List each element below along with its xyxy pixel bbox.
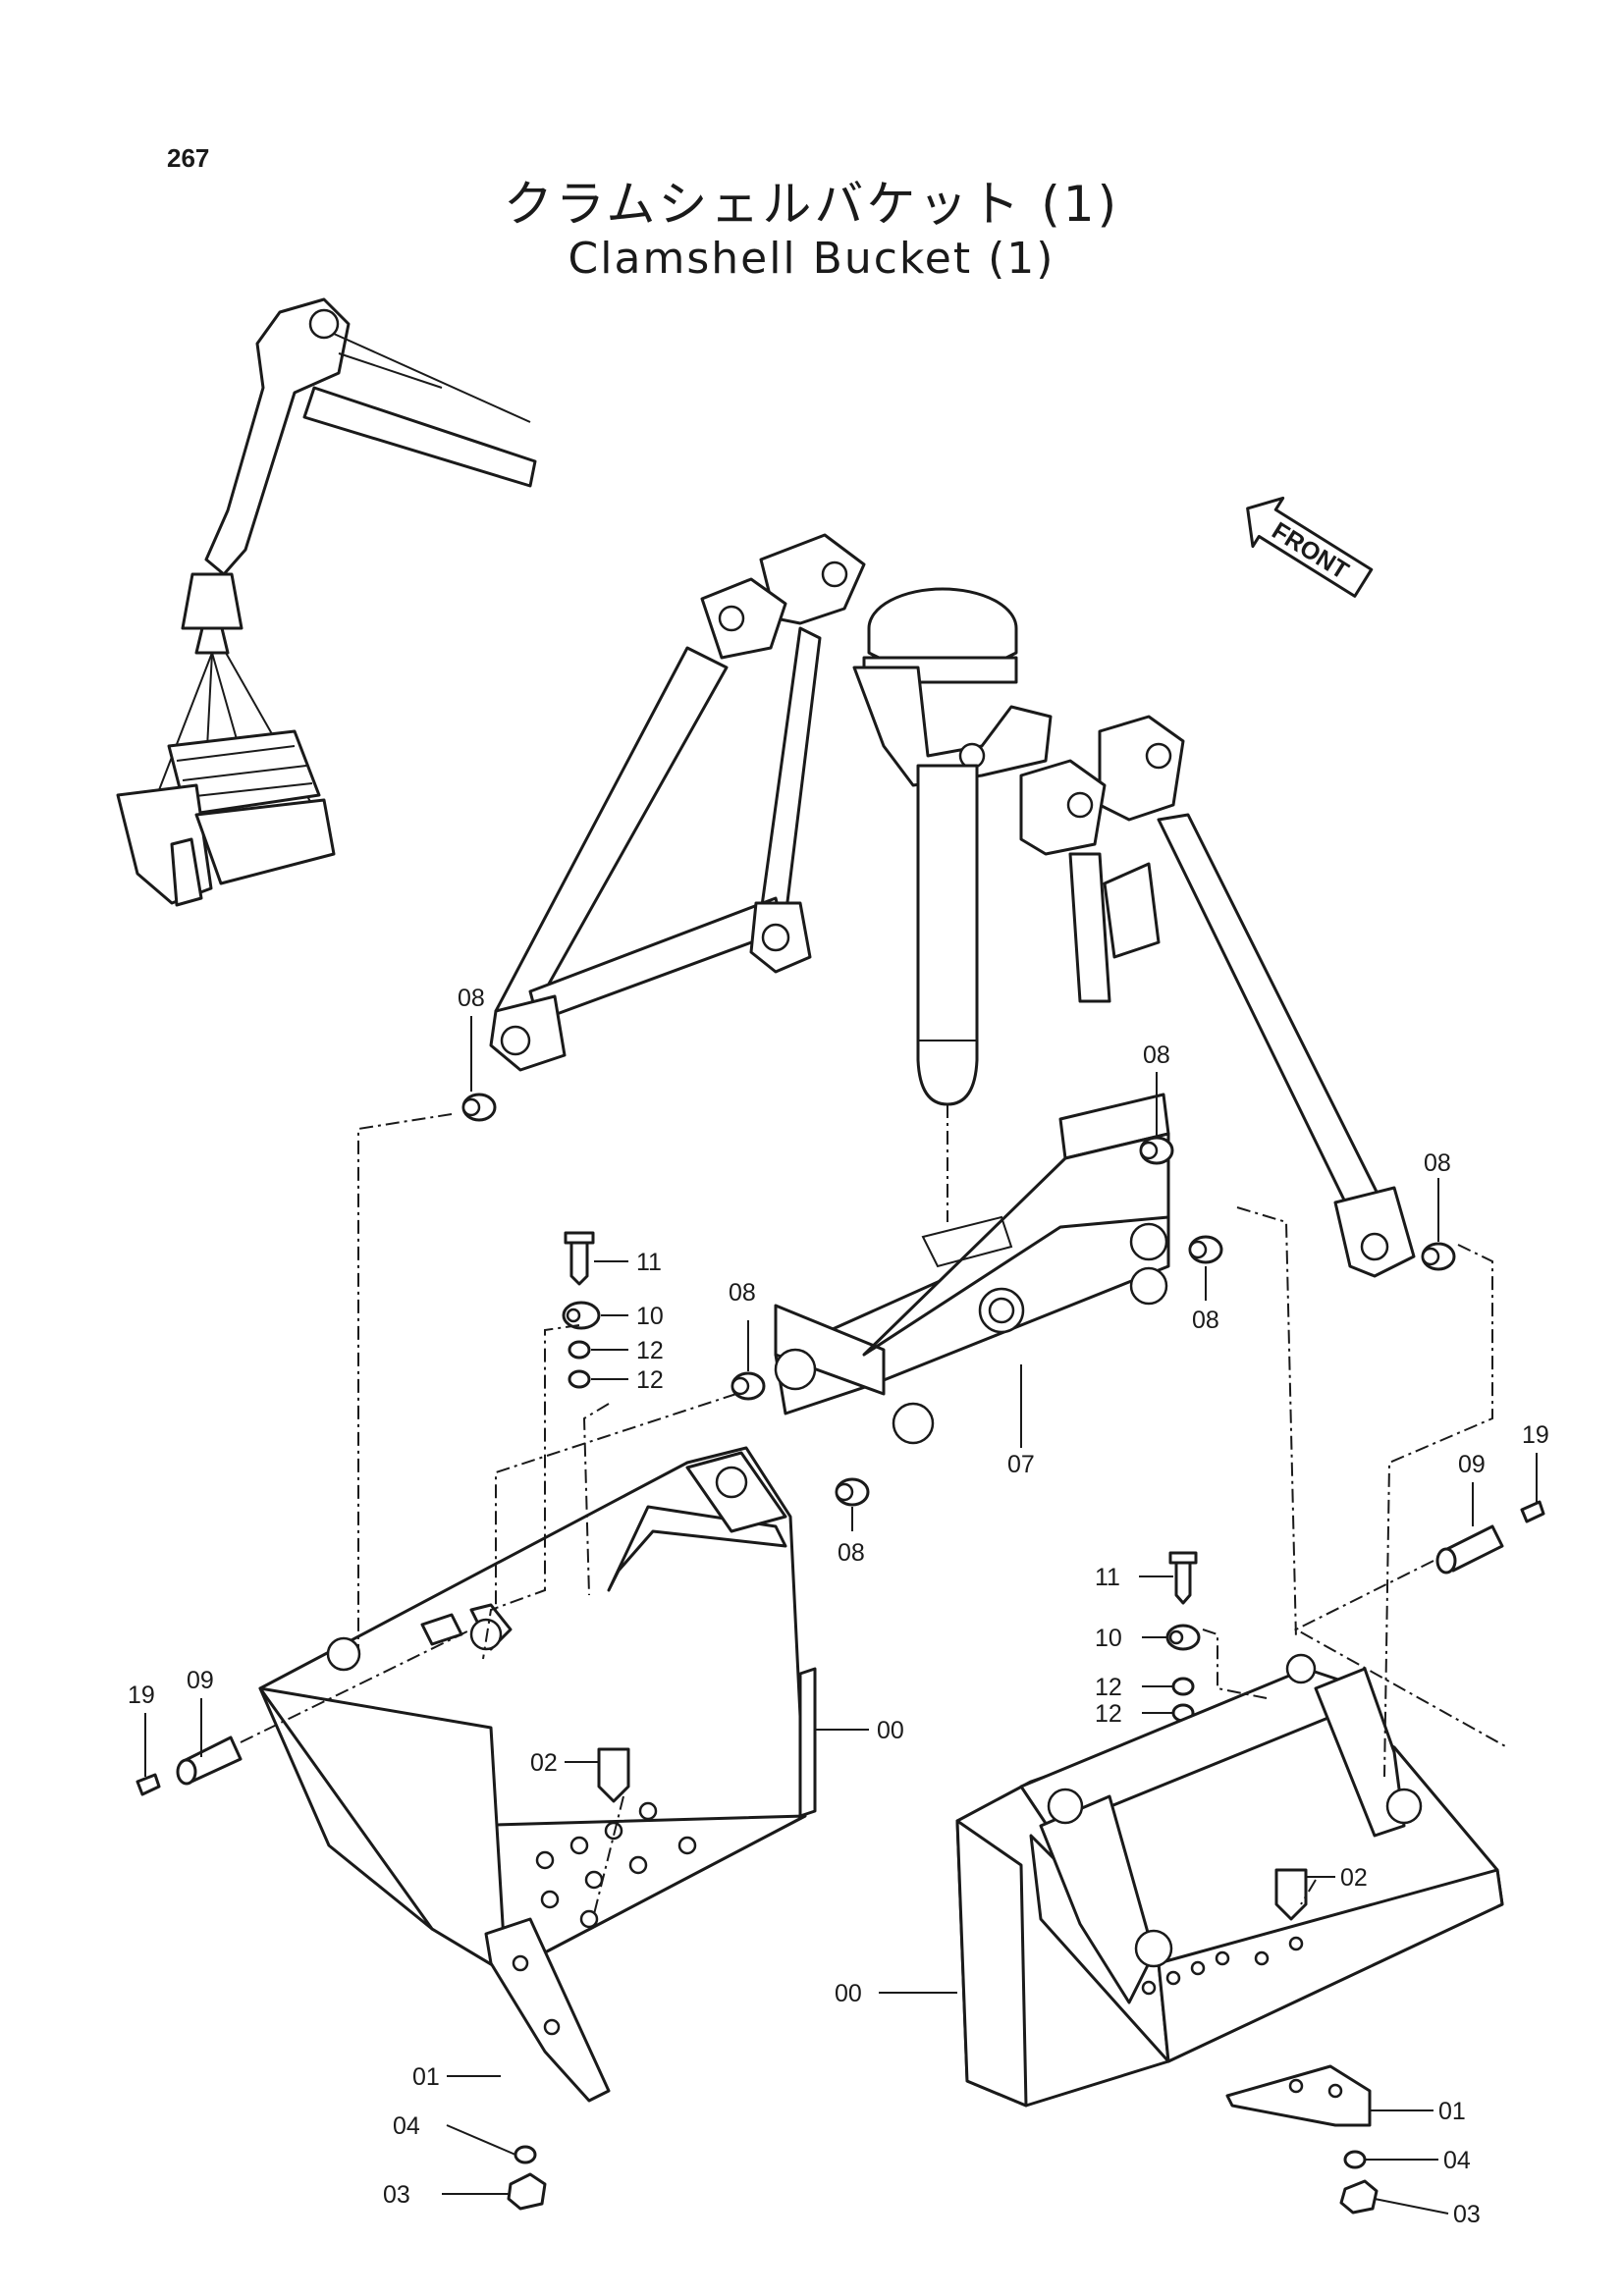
label-03: 03	[383, 2181, 410, 2209]
label-09: 09	[1458, 1451, 1486, 1478]
right-tooth-assembly	[1225, 2064, 1379, 2215]
left-tooth-assembly	[484, 1917, 611, 2211]
label-08: 08	[1192, 1307, 1219, 1334]
right-bucket	[955, 1653, 1504, 2108]
left-a-frame-link	[489, 533, 866, 1072]
right-a-frame-link	[1019, 715, 1416, 1278]
label-10: 10	[1095, 1625, 1122, 1652]
label-11: 11	[636, 1249, 662, 1276]
page-title-japanese: クラムシェルバケット (1)	[503, 176, 1120, 233]
label-09: 09	[187, 1667, 214, 1694]
pins-and-fittings	[135, 1500, 1545, 1796]
label-10: 10	[636, 1303, 664, 1330]
label-19: 19	[1522, 1421, 1549, 1449]
crosshead-beam	[774, 1093, 1170, 1445]
leader-lines	[144, 1016, 1538, 2215]
label-08: 08	[838, 1539, 865, 1567]
label-00: 00	[835, 1980, 862, 2007]
label-04: 04	[393, 2112, 420, 2140]
right-hardware	[1165, 1551, 1201, 1723]
label-12: 12	[1095, 1674, 1122, 1701]
label-08: 08	[1143, 1041, 1170, 1069]
label-00: 00	[877, 1717, 904, 1744]
label-11: 11	[1095, 1564, 1120, 1591]
label-01: 01	[1438, 2098, 1466, 2125]
label-02: 02	[530, 1749, 558, 1777]
label-03: 03	[1453, 2201, 1481, 2228]
front-direction-arrow: FRONT	[1246, 496, 1374, 598]
label-08: 08	[1424, 1149, 1451, 1177]
label-07: 07	[1007, 1451, 1035, 1478]
part-labels: 08 08 08 08 08 08 11 10 12 12 07 19 09 0…	[128, 985, 1549, 2228]
machine-overview	[116, 297, 537, 907]
left-hardware	[562, 1231, 601, 1389]
label-12: 12	[1095, 1700, 1122, 1728]
label-01: 01	[412, 2063, 440, 2091]
label-08: 08	[729, 1279, 756, 1307]
bushings	[461, 1093, 1456, 1507]
label-04: 04	[1443, 2147, 1471, 2174]
label-08: 08	[458, 985, 485, 1012]
label-12: 12	[636, 1337, 664, 1364]
hydraulic-cylinder	[852, 587, 1053, 1106]
label-12: 12	[636, 1366, 664, 1394]
assembly-center-lines	[240, 1104, 1508, 1915]
label-02: 02	[1340, 1864, 1368, 1892]
page-title-english: Clamshell Bucket (1)	[568, 234, 1055, 284]
label-19: 19	[128, 1682, 155, 1709]
page-number: 267	[167, 143, 210, 173]
left-bucket	[258, 1446, 817, 1975]
